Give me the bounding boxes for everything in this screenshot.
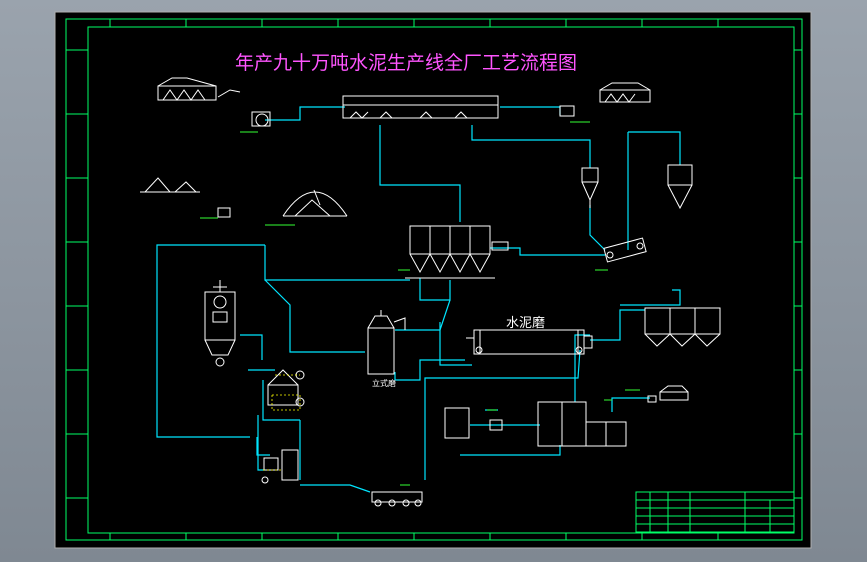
diagram-title: 年产九十万吨水泥生产线全厂工艺流程图 <box>235 52 577 74</box>
packing-machine <box>371 491 423 507</box>
vertical-mill <box>367 310 406 375</box>
batching-bins <box>405 225 509 279</box>
cement-ball-mill <box>466 329 593 355</box>
inner-frame <box>87 26 795 534</box>
coal-yard <box>559 82 651 117</box>
label-leaders <box>200 121 640 486</box>
dust-ducting <box>263 374 301 471</box>
raw-material-gallery <box>342 95 499 119</box>
cement-silos <box>644 307 721 347</box>
clinker-silos <box>537 401 627 447</box>
preheater-tower <box>204 280 236 367</box>
cement-mill-label: 水泥磨 <box>506 316 545 331</box>
outer-frame <box>65 18 803 541</box>
control-cabinet <box>444 407 470 439</box>
title-block <box>635 491 795 533</box>
frame-ticks <box>66 19 802 540</box>
limestone-yard <box>157 77 217 101</box>
equipment <box>140 77 721 507</box>
dust-cyclone <box>581 167 599 208</box>
vertical-mill-label: 立式磨 <box>372 378 396 388</box>
drawing-canvas <box>54 11 812 549</box>
rotary-dryer <box>603 237 647 263</box>
gypsum-yard <box>647 385 689 403</box>
flow-lines <box>156 106 681 493</box>
pre-homogenizing-dome <box>282 189 348 217</box>
clay-piles <box>140 177 200 193</box>
dust-collector <box>667 164 693 210</box>
